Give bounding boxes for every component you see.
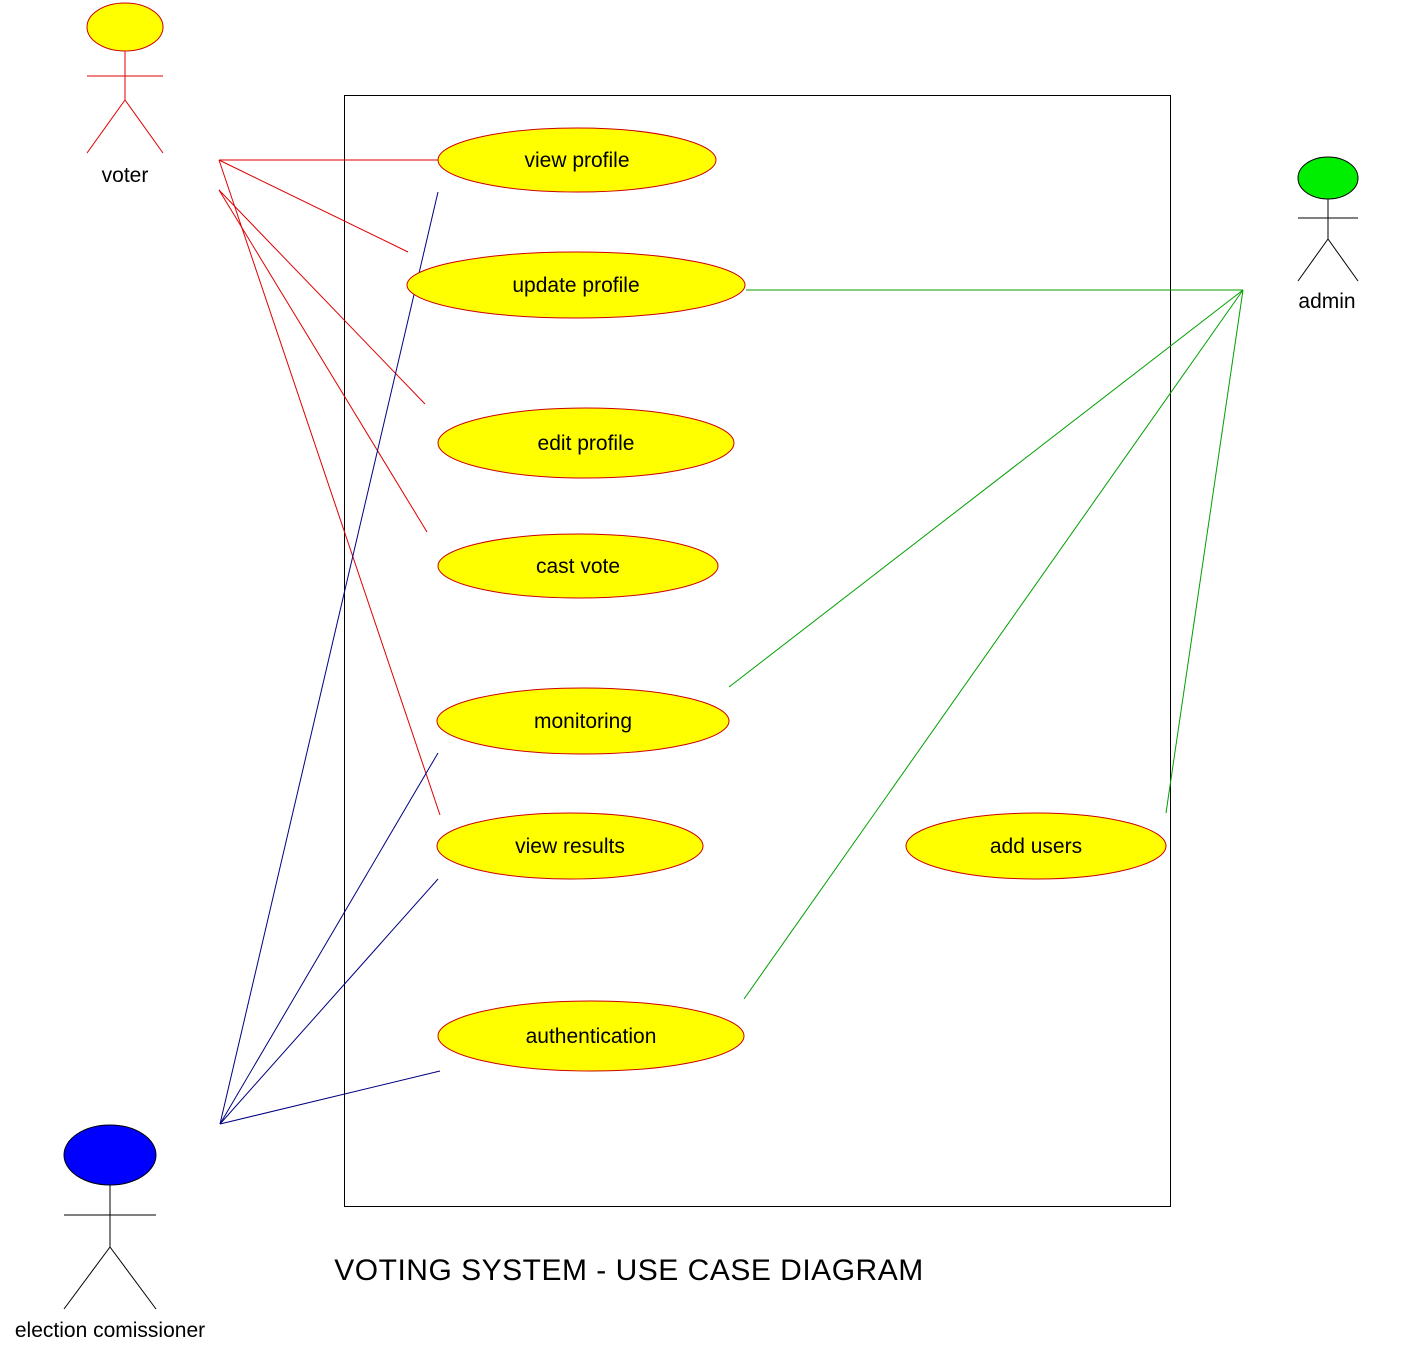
actor-label: voter (102, 164, 149, 187)
association-voter-view-results (218, 159, 441, 816)
admin-associations (728, 289, 1244, 1000)
association-voter-edit-profile (218, 189, 426, 405)
association-voter-cast-vote (218, 189, 428, 533)
association-commissioner-view-profile (219, 191, 439, 1125)
use-case-ellipse (436, 812, 704, 880)
system-boundary (344, 95, 1171, 1207)
use-case-label: view profile (524, 149, 629, 172)
commissioner-associations (219, 191, 441, 1125)
actor-label: admin (1298, 290, 1355, 313)
association-admin-authentication (743, 289, 1244, 1000)
use-case-monitoring[interactable]: monitoring (436, 687, 730, 755)
use-case-view-results[interactable]: view results (436, 812, 704, 880)
actor-voter[interactable]: voter (86, 2, 164, 187)
use-case-ellipse (436, 687, 730, 755)
use-case-authentication[interactable]: authentication (437, 1000, 745, 1072)
use-case-label: edit profile (538, 432, 635, 455)
use-case-label: authentication (526, 1025, 657, 1048)
use-case-label: monitoring (534, 710, 632, 733)
use-case-ellipse (406, 251, 746, 319)
association-voter-update-profile (218, 159, 409, 253)
actor-label: election comissioner (15, 1319, 205, 1342)
actor-head (63, 1124, 157, 1186)
use-case-label: view results (515, 835, 625, 858)
actor-head (86, 2, 164, 52)
use-case-label: cast vote (536, 555, 620, 578)
association-commissioner-authentication (219, 1070, 441, 1125)
use-case-view-profile[interactable]: view profile (437, 127, 717, 193)
actor-admin[interactable]: admin (1297, 156, 1359, 313)
use-case-ellipse (437, 407, 735, 479)
use-case-ellipse (437, 533, 719, 599)
use-case-edit-profile[interactable]: edit profile (437, 407, 735, 479)
actor-body (86, 51, 164, 154)
association-admin-add-users (1165, 289, 1244, 814)
actor-body (63, 1185, 157, 1310)
use-case-label: add users (990, 835, 1082, 858)
use-case-update-profile[interactable]: update profile (406, 251, 746, 319)
actor-body (1297, 199, 1359, 282)
use-case-ellipse (437, 127, 717, 193)
voter-associations (218, 159, 441, 816)
actor-election-commissioner[interactable]: election comissioner (15, 1124, 205, 1342)
use-case-label: update profile (512, 274, 639, 297)
use-case-cast-vote[interactable]: cast vote (437, 533, 719, 599)
diagram-title: VOTING SYSTEM - USE CASE DIAGRAM (334, 1254, 923, 1287)
association-commissioner-monitoring (219, 752, 439, 1125)
use-case-ellipse (437, 1000, 745, 1072)
actor-head (1297, 156, 1359, 200)
use-case-add-users[interactable]: add users (905, 812, 1167, 880)
association-admin-monitoring (728, 289, 1244, 688)
association-commissioner-view-results (219, 878, 439, 1125)
use-case-ellipse (905, 812, 1167, 880)
